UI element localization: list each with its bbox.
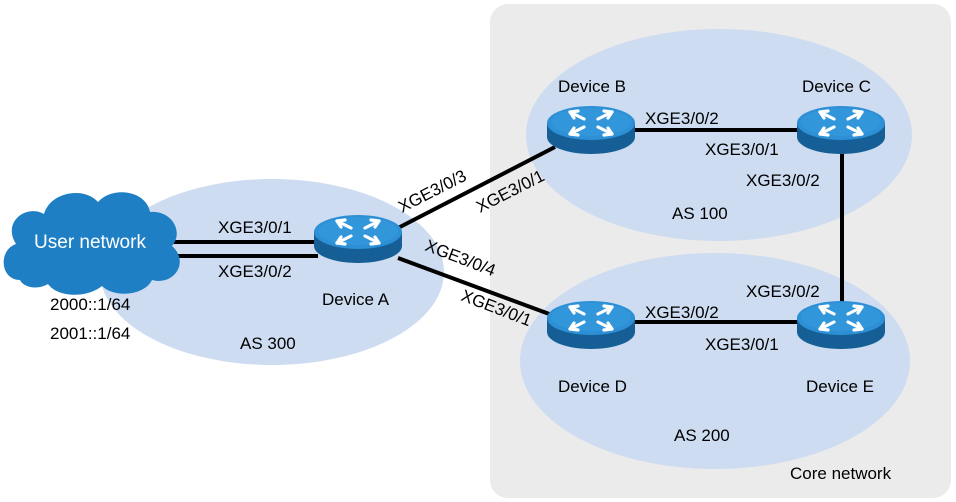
router-icon — [312, 213, 404, 265]
link-a-b — [397, 145, 556, 230]
router-icon — [795, 104, 887, 156]
router-icon — [545, 104, 637, 156]
router-icon — [545, 299, 637, 351]
device-d-label: Device D — [558, 377, 627, 396]
device-c[interactable] — [795, 104, 887, 156]
link-a-d — [397, 256, 553, 317]
port-e-from-d: XGE3/0/1 — [705, 335, 779, 354]
user-network-label: User network — [34, 232, 146, 253]
user-network-address-1: 2000::1/64 — [50, 295, 130, 314]
device-a-label: Device A — [322, 290, 390, 309]
device-b-label: Device B — [558, 77, 626, 96]
port-e-from-c: XGE3/0/2 — [746, 282, 820, 301]
port-c-to-e: XGE3/0/2 — [746, 171, 820, 190]
core-network-label: Core network — [790, 464, 892, 483]
device-b[interactable] — [545, 104, 637, 156]
port-a-cloud-2: XGE3/0/2 — [218, 262, 292, 281]
port-b-to-c: XGE3/0/2 — [645, 109, 719, 128]
user-network-address-2: 2001::1/64 — [50, 324, 130, 343]
user-network-cloud — [3, 192, 180, 295]
device-c-label: Device C — [802, 77, 871, 96]
device-e-label: Device E — [806, 377, 874, 396]
port-a-cloud-1: XGE3/0/1 — [218, 218, 292, 237]
as200-label: AS 200 — [674, 426, 730, 445]
as100-label: AS 100 — [672, 204, 728, 223]
router-icon — [795, 299, 887, 351]
device-a[interactable] — [312, 213, 404, 265]
port-c-from-b: XGE3/0/1 — [705, 140, 779, 159]
device-d[interactable] — [545, 299, 637, 351]
as300-label: AS 300 — [240, 334, 296, 353]
as100-region — [526, 29, 912, 241]
port-d-to-e: XGE3/0/2 — [645, 303, 719, 322]
device-e[interactable] — [795, 299, 887, 351]
